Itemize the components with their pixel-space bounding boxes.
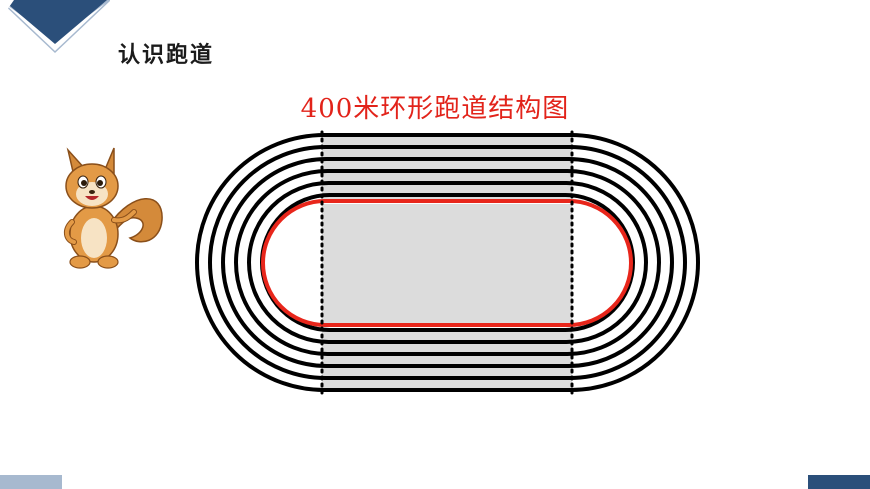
lane-line-1 (195, 133, 700, 392)
bottom-straight-shade (322, 328, 572, 390)
bottom-left-accent-bar (0, 475, 62, 489)
corner-decoration (0, 0, 110, 54)
squirrel-mascot (64, 147, 163, 269)
inner-red-line (261, 199, 633, 327)
bottom-right-accent-bar (808, 475, 870, 489)
lane-line-5 (247, 181, 648, 344)
infield (322, 204, 572, 324)
diagram-title: 400米环形跑道结构图 (300, 94, 570, 124)
lane-line-4 (234, 169, 661, 356)
lane-lines (195, 133, 700, 392)
lane-line-3 (221, 157, 674, 368)
lane-line-2 (208, 145, 687, 380)
slide-title: 认识跑道 (118, 43, 215, 68)
